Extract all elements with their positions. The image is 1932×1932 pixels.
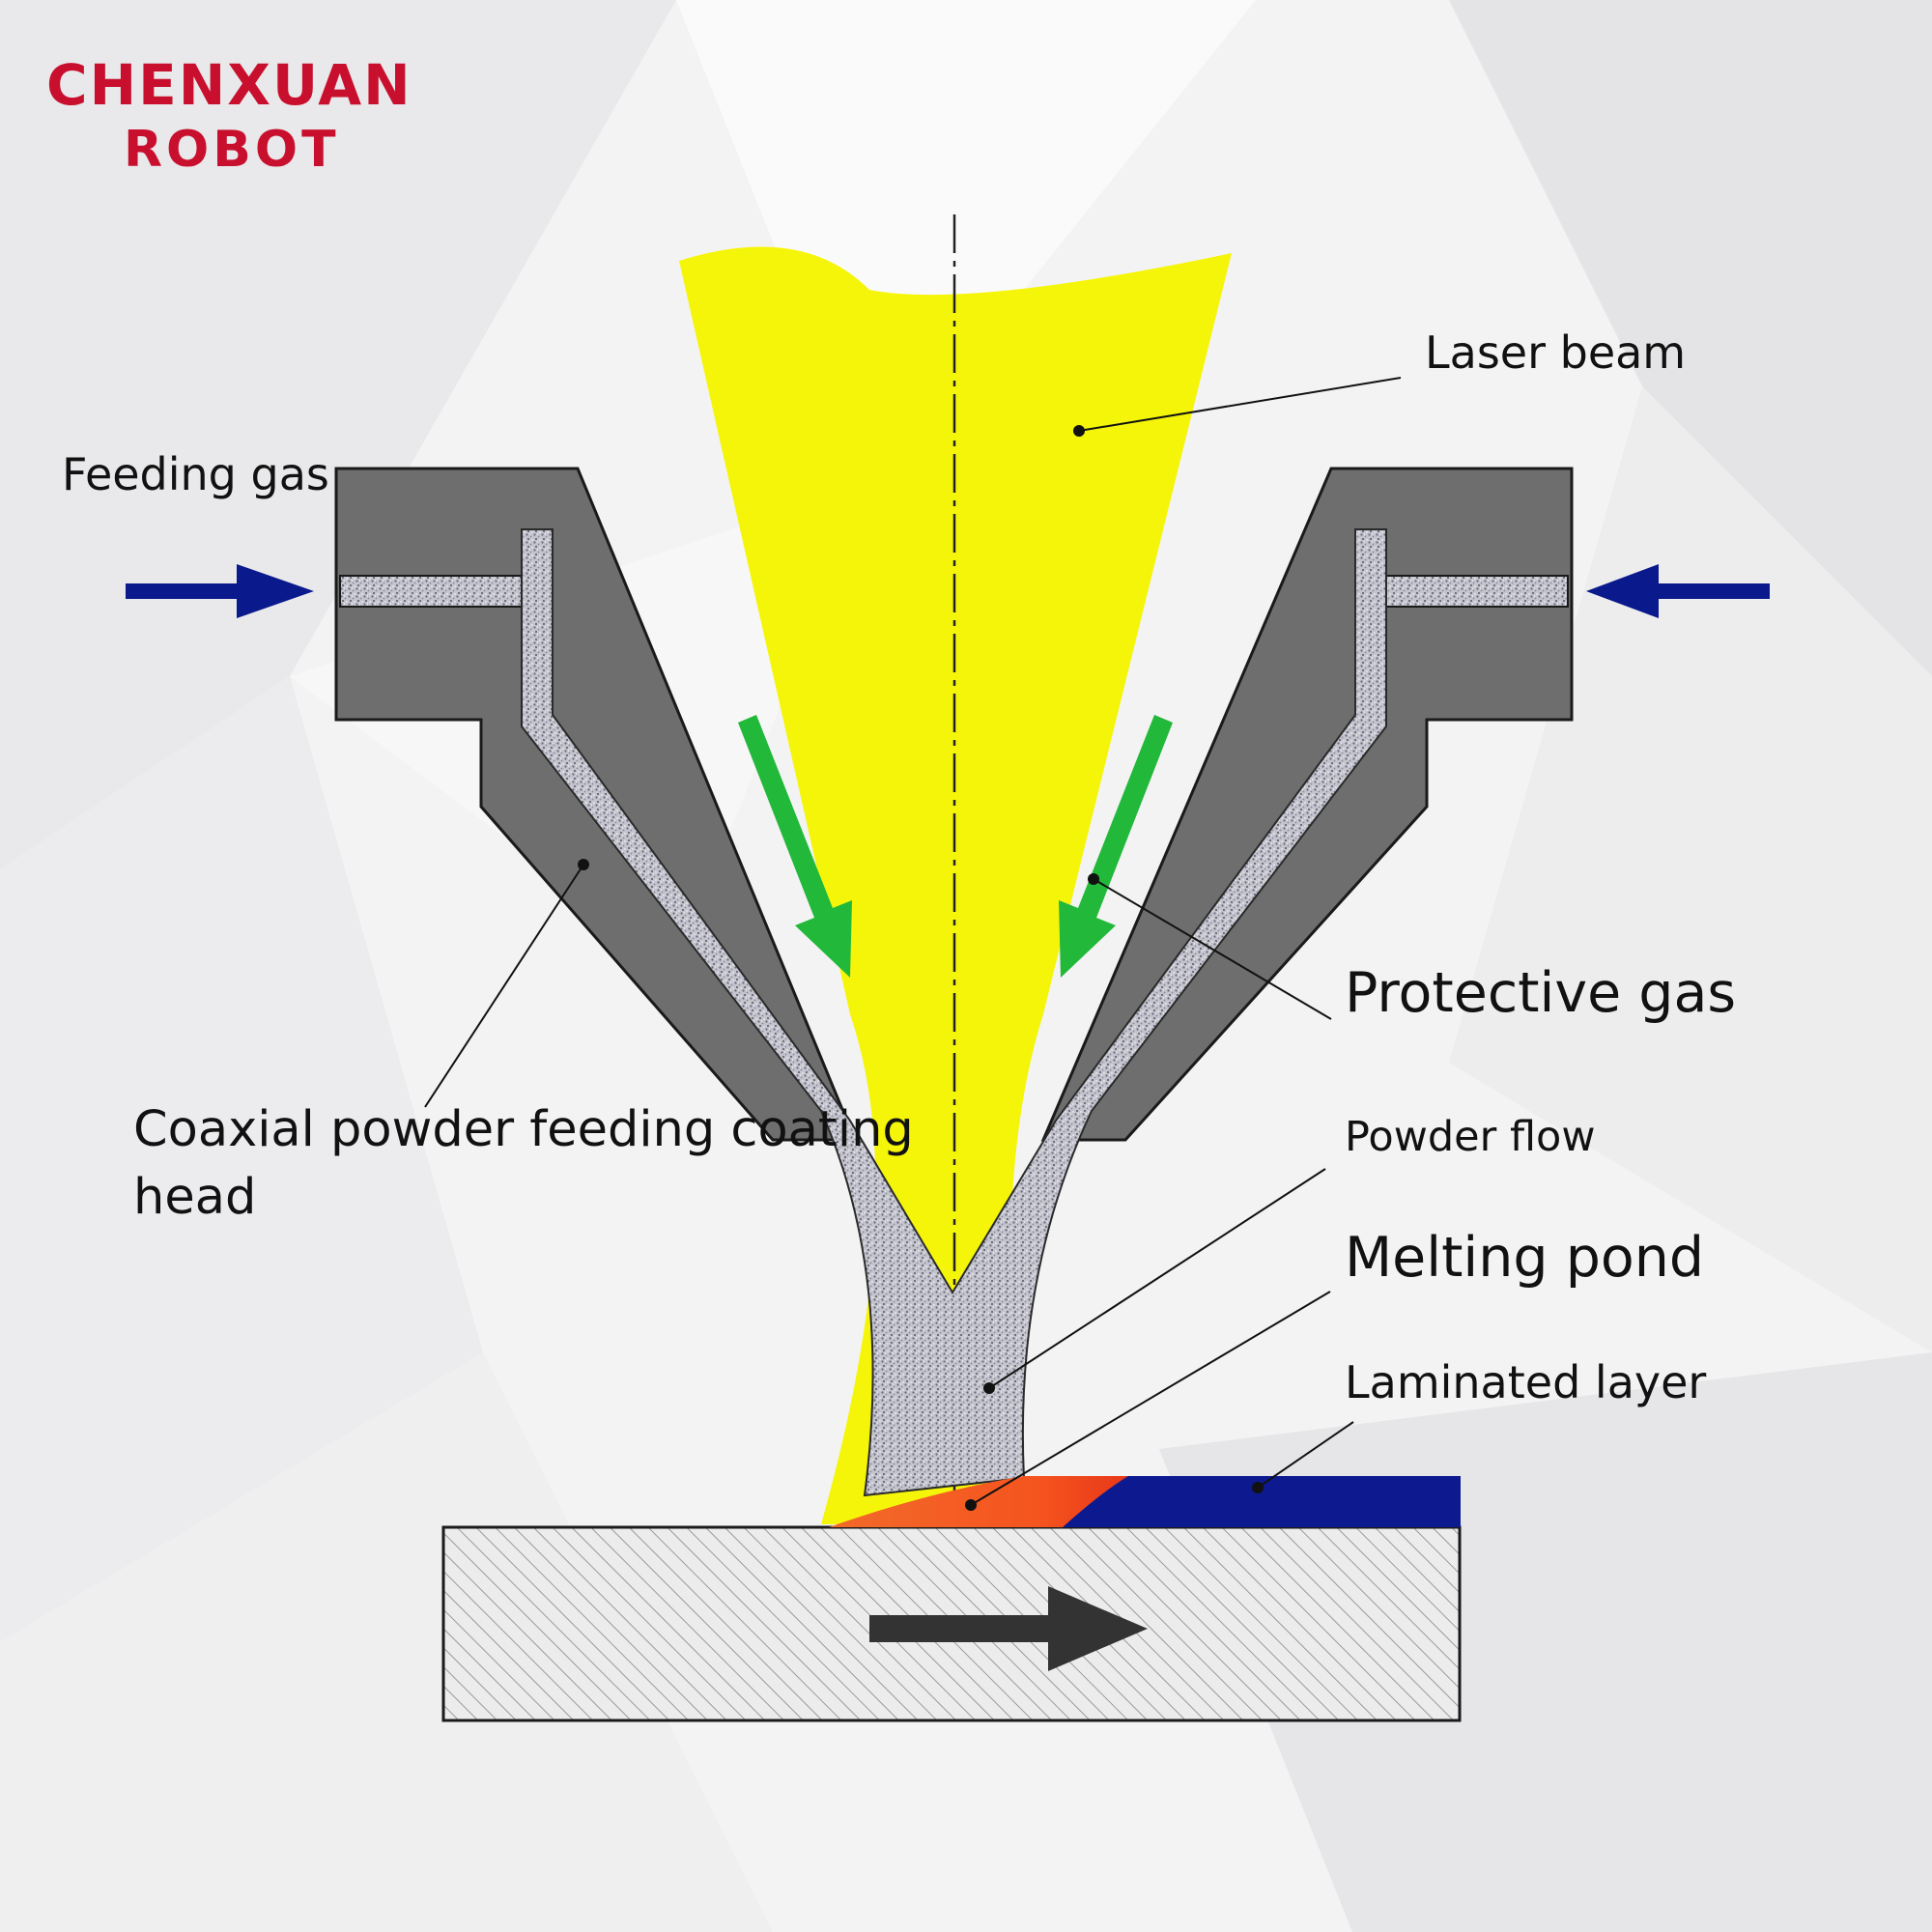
melting-pond [829, 1476, 1128, 1527]
label-laser-beam: Laser beam [1425, 327, 1686, 379]
feeding-gas-arrow-right [1586, 564, 1770, 618]
movement-arrow [869, 1586, 1148, 1671]
label-feeding-gas: Feeding gas [62, 448, 329, 500]
brand-line1: CHENXUAN [46, 52, 412, 118]
protective-gas-arrow-right [1059, 715, 1173, 978]
brand-logo: CHENXUAN ROBOT [46, 52, 412, 179]
label-powder-flow: Powder flow [1345, 1113, 1596, 1161]
leader-dots [578, 425, 1264, 1511]
label-protective-gas: Protective gas [1345, 961, 1736, 1025]
protective-gas-arrows [738, 715, 1173, 978]
laminated-layer [1063, 1476, 1461, 1527]
feeding-gas-arrows [126, 564, 1770, 618]
feeding-gas-arrow-left [126, 564, 314, 618]
label-coating-head-line1: Coaxial powder feeding coating [133, 1101, 914, 1158]
leader-lines [424, 377, 1402, 1506]
powder-channels [339, 528, 1569, 1497]
brand-line2: ROBOT [124, 121, 340, 179]
protective-gas-arrow-left [738, 715, 852, 978]
label-coating-head-line2: head [133, 1169, 256, 1226]
label-melting-pond: Melting pond [1345, 1226, 1704, 1290]
label-laminated-layer: Laminated layer [1345, 1356, 1706, 1408]
